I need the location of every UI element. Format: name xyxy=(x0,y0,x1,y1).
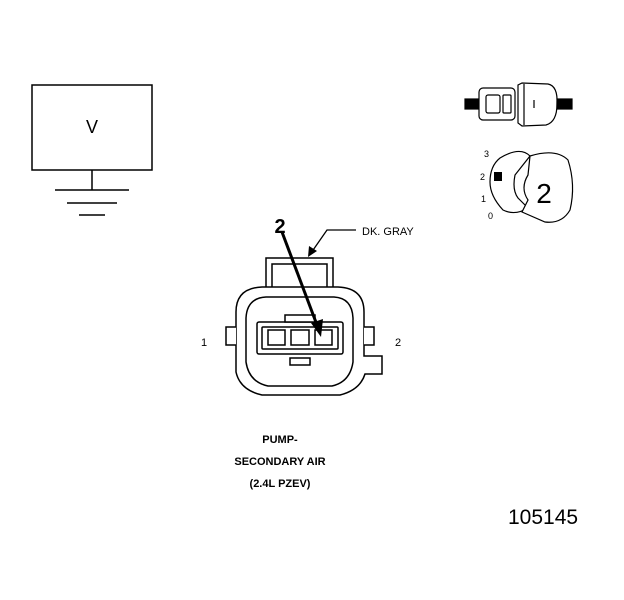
dial-mark-1: 1 xyxy=(481,194,486,204)
voltmeter-label: V xyxy=(86,117,98,137)
caption-line-3: (2.4L PZEV) xyxy=(249,478,311,490)
dial-mark-3: 3 xyxy=(484,149,489,159)
terminal-probe-icon xyxy=(464,82,573,127)
dial-mark-0: 0 xyxy=(488,211,493,221)
pin-1-label: 1 xyxy=(201,337,207,349)
pin-2-label: 2 xyxy=(395,337,401,349)
dial-mark-2: 2 xyxy=(480,172,485,182)
probe-dial: 2 3 2 1 0 xyxy=(480,149,574,223)
document-number: 105145 xyxy=(508,506,579,529)
connector-body xyxy=(225,257,383,396)
caption-line-1: PUMP- xyxy=(262,434,298,446)
wire-color-leader xyxy=(308,229,356,257)
callout-pin-number: 2 xyxy=(274,216,285,238)
probe-label: 2 xyxy=(536,178,552,209)
ground-icon xyxy=(55,170,129,216)
voltmeter-symbol: V xyxy=(31,84,153,216)
caption-line-2: SECONDARY AIR xyxy=(234,456,326,468)
pin-callout-arrow xyxy=(280,231,323,337)
wire-color-label: DK. GRAY xyxy=(362,226,414,238)
